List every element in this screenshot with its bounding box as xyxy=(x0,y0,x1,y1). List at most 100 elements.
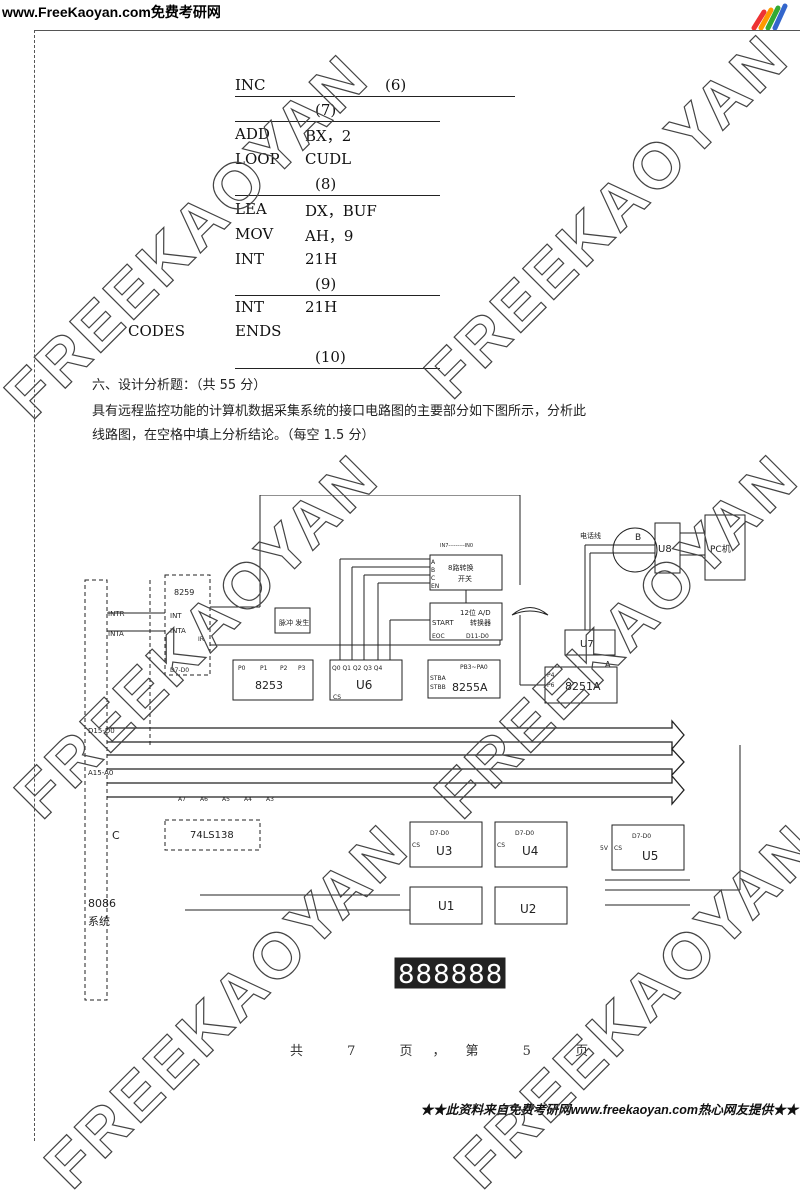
u6-pins: Q0 Q1 Q2 Q3 Q4 xyxy=(332,665,383,672)
logo-icon xyxy=(748,2,788,32)
circuit-diagram: INTR INTA D15-D0 A15-A0 8086 系统 8259 INT… xyxy=(84,495,746,1001)
chip-8255a xyxy=(427,659,501,699)
chip-u8 xyxy=(654,522,681,574)
chip-8255-label: 8255A xyxy=(452,681,488,694)
display-digits: 888888 xyxy=(398,960,503,990)
code-blank: (7) xyxy=(315,101,337,119)
section-text-2: 线路图，在空格中填上分析结论。（每空 1.5 分） xyxy=(92,428,375,443)
mux-label-2: 开关 xyxy=(458,574,472,583)
u3-cs: CS xyxy=(412,842,420,849)
ad-start: START xyxy=(432,619,454,627)
chip-8259 xyxy=(164,574,211,676)
chip-8253 xyxy=(232,659,314,701)
data-bus-label: D15-D0 xyxy=(88,727,115,735)
u1-label: U1 xyxy=(438,899,454,913)
ad-label-1: 12位 A/D xyxy=(460,608,491,617)
u3-label: U3 xyxy=(436,844,452,858)
code-op: INC xyxy=(235,76,266,94)
a3: A3 xyxy=(266,796,274,803)
modem-ring xyxy=(612,527,658,573)
a7: A7 xyxy=(178,796,186,803)
pc-box xyxy=(704,514,746,581)
data-bus-arrow xyxy=(107,719,685,751)
pb-pins: PB3~PA0 xyxy=(460,664,488,671)
inta2-label: INTA xyxy=(170,627,186,635)
code-op: INT xyxy=(235,298,265,316)
answer-blank-line xyxy=(235,195,440,196)
code-blank: (10) xyxy=(315,348,346,366)
stbb: STBB xyxy=(430,684,446,691)
p2: P2 xyxy=(280,665,288,672)
chip-8253-label: 8253 xyxy=(255,679,283,692)
mux-label-1: 8路转换 xyxy=(448,563,473,572)
5v-label: 5V xyxy=(600,845,609,852)
code-op: LOOP xyxy=(235,150,280,168)
stba: STBA xyxy=(430,675,447,682)
code-op: INT xyxy=(235,250,265,268)
a-label: A xyxy=(605,660,611,669)
bottom-banner[interactable]: ★★此资料来自免费考研网www.freekaoyan.com热心网友提供★★ xyxy=(420,1103,798,1117)
8251-p4: P4 xyxy=(547,672,555,679)
or-gate xyxy=(511,607,549,616)
code-arg: BX，2 xyxy=(305,127,352,145)
code-blank: (6) xyxy=(385,76,407,94)
p0: P0 xyxy=(238,665,246,672)
u5-cs: CS xyxy=(614,845,622,852)
d70-8259: D7-D0 xyxy=(170,667,189,674)
u5-label: U5 xyxy=(642,849,658,863)
section-title: 六、设计分析题：（共 55 分） xyxy=(92,378,267,393)
code-arg: 21H xyxy=(305,250,338,268)
chip-8251-label: 8251A xyxy=(565,680,601,693)
system-label-2: 系统 xyxy=(88,915,110,928)
u6-label: U6 xyxy=(356,678,372,692)
code-blank: (8) xyxy=(315,175,337,193)
code-arg: AH，9 xyxy=(305,227,354,245)
c-input-label: C xyxy=(112,829,120,842)
code-blank: (9) xyxy=(315,275,337,293)
chip-u4 xyxy=(494,821,568,868)
site-header[interactable]: www.FreeKaoyan.com免费考研网 xyxy=(2,4,221,20)
8251-p6: P6 xyxy=(547,682,555,689)
int-label: INT xyxy=(170,612,182,620)
answer-blank-line xyxy=(235,121,440,122)
pulse-label: 脉冲 发生 xyxy=(279,618,309,627)
u8-label: U8 xyxy=(658,544,672,555)
u4-data: D7-D0 xyxy=(515,830,534,837)
mux-b: B xyxy=(431,567,435,574)
code-arg: CUDL xyxy=(305,150,352,168)
p1: P1 xyxy=(260,665,268,672)
chip-u6 xyxy=(329,659,403,701)
mid-bus-arrow xyxy=(107,747,685,777)
answer-blank-line xyxy=(235,295,440,296)
u7-label: U7 xyxy=(580,639,594,650)
inta-label: INTA xyxy=(108,630,124,638)
p3: P3 xyxy=(298,665,306,672)
seven-segment-display xyxy=(394,957,506,989)
a4: A4 xyxy=(244,796,252,803)
decoder-74ls138 xyxy=(164,819,261,851)
mux-c: C xyxy=(431,575,435,582)
u2-label: U2 xyxy=(520,902,536,916)
code-op: ENDS xyxy=(235,322,282,340)
mux-inputs: IN7---------IN0 xyxy=(440,543,473,549)
chip-u2 xyxy=(494,886,568,925)
page-frame xyxy=(34,30,800,1141)
mux-a: A xyxy=(431,559,436,566)
phone-line-label: 电话线 xyxy=(580,531,601,540)
u4-label: U4 xyxy=(522,844,538,858)
mux-en: EN xyxy=(431,583,439,590)
code-arg: DX，BUF xyxy=(305,202,377,220)
addr-bus-label: A15-A0 xyxy=(88,769,113,777)
ad-label-2: 转换器 xyxy=(470,618,491,627)
section-text-1: 具有远程监控功能的计算机数据采集系统的接口电路图的主要部分如下图所示，分析此 xyxy=(92,404,587,419)
code-op: ADD xyxy=(235,125,270,143)
b-label: B xyxy=(635,533,641,543)
answer-blank-line xyxy=(235,368,440,369)
pc-label: PC机 xyxy=(710,543,731,555)
u4-cs: CS xyxy=(497,842,505,849)
chip-u5 xyxy=(611,824,685,871)
code-op: MOV xyxy=(235,225,274,243)
multiplexer xyxy=(429,554,503,591)
u5-data: D7-D0 xyxy=(632,833,651,840)
ir-label: IR xyxy=(198,636,204,643)
